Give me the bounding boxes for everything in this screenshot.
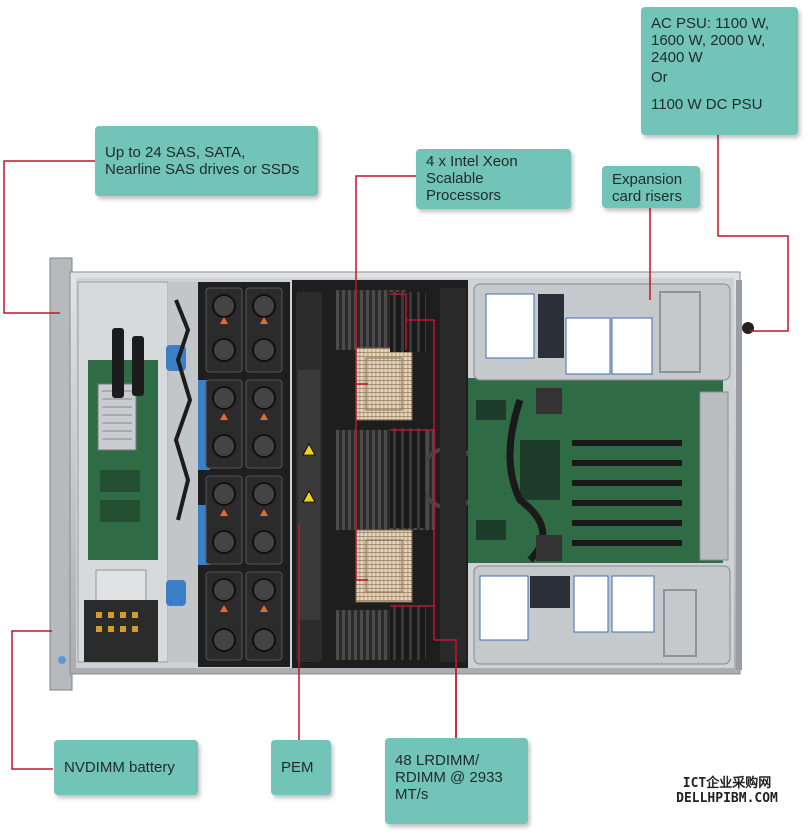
watermark-line-2: DELLHPIBM.COM — [676, 791, 778, 806]
watermark-line-1: ICT企业采购网 — [682, 776, 772, 791]
watermark: ICT企业采购网 DELLHPIBM.COM — [672, 776, 782, 806]
air-shroud — [292, 280, 482, 668]
expansion-risers — [473, 283, 731, 665]
leader-memory-middle — [390, 429, 435, 640]
motherboard — [468, 378, 723, 563]
leader-psu — [717, 135, 789, 332]
callout-leader-lines — [3, 135, 789, 770]
callout-drives: Up to 24 SAS, SATA, Nearline SAS drives … — [95, 126, 318, 196]
leader-memory-lower — [434, 639, 457, 738]
drive-backplane-area — [77, 281, 198, 663]
callout-psu: AC PSU: 1100 W, 1600 W, 2000 W, 2400 W O… — [641, 7, 798, 135]
leader-processors — [355, 175, 416, 385]
callout-processors: 4 x Intel Xeon Scalable Processors — [416, 149, 571, 209]
leader-processors-2 — [355, 384, 368, 581]
leader-memory-top — [390, 293, 407, 350]
callout-nvdimm: NVDIMM battery — [54, 740, 198, 795]
callout-pem: PEM — [271, 740, 331, 795]
memory-dimm-banks — [390, 292, 426, 660]
callout-risers: Expansion card risers — [602, 166, 700, 208]
fan-modules — [198, 282, 290, 667]
callout-memory: 48 LRDIMM/ RDIMM @ 2933 MT/s — [385, 738, 528, 824]
leader-drives — [3, 160, 95, 314]
leader-memory-upper — [406, 319, 435, 448]
leader-nvdimm — [11, 630, 53, 770]
